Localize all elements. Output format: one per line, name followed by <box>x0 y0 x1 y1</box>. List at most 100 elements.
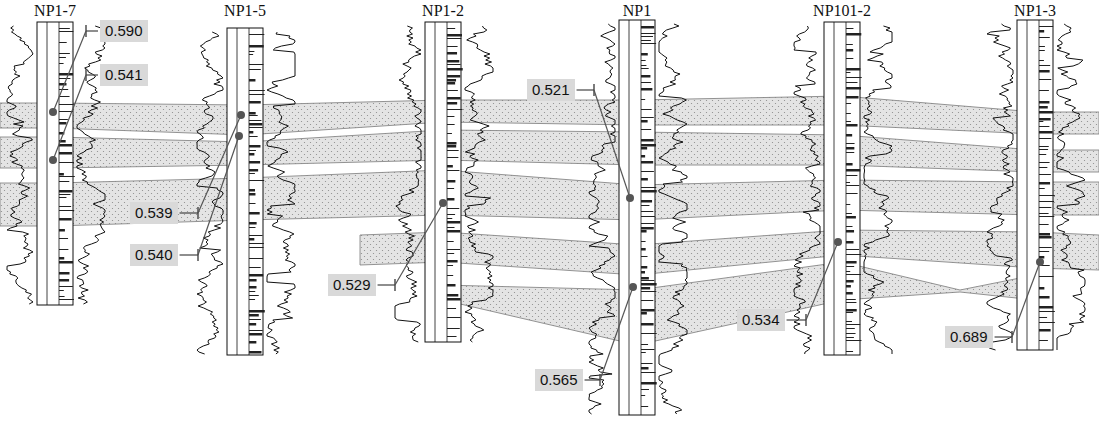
well-name: NP1 <box>587 2 687 20</box>
leader-stub <box>86 74 98 75</box>
lithology-mark <box>249 212 260 215</box>
lithology-mark <box>641 75 650 78</box>
lithology-mark <box>249 54 253 55</box>
callout-box: 0.521 <box>527 79 575 101</box>
lithology-mark <box>249 267 261 268</box>
lithology-mark <box>249 64 263 65</box>
lithology-mark <box>846 103 851 104</box>
lithology-mark <box>447 109 462 110</box>
lithology-mark <box>249 243 264 244</box>
lithology-mark <box>641 36 653 37</box>
column-track <box>47 22 48 305</box>
lithology-mark <box>846 312 853 313</box>
lithology-mark <box>1039 213 1049 214</box>
leader-diagonal <box>395 203 443 285</box>
lithology-mark <box>846 68 860 71</box>
lithology-mark <box>641 205 649 206</box>
lithology-mark <box>447 157 458 158</box>
lithology-mark <box>641 161 653 164</box>
lithology-mark <box>846 254 861 255</box>
lithology-mark <box>447 260 458 263</box>
lithology-mark <box>59 122 66 125</box>
lithology-mark <box>447 275 453 276</box>
lithology-mark <box>641 344 648 345</box>
lithology-mark <box>641 155 645 158</box>
lithology-mark <box>59 257 64 260</box>
lithology-mark <box>641 363 653 364</box>
column-track <box>629 20 630 415</box>
lithology-mark <box>59 42 67 43</box>
leader-diagonal <box>198 115 241 213</box>
lithology-mark <box>1039 50 1045 51</box>
callout-number: 0.689 <box>950 328 988 345</box>
lithology-mark <box>846 337 854 338</box>
leader-diagonal <box>600 287 633 380</box>
lithology-mark <box>249 112 256 115</box>
leader-line <box>577 84 634 202</box>
well-column <box>619 20 655 415</box>
leader-line <box>49 25 98 116</box>
lithology-mark <box>59 31 73 32</box>
lithology-mark <box>641 147 647 150</box>
lithology-mark <box>846 169 860 172</box>
lithology-mark <box>249 169 258 172</box>
lithology-mark <box>1039 296 1050 299</box>
sample-dot <box>629 283 637 291</box>
lithology-mark <box>447 227 455 228</box>
lithology-mark <box>59 78 70 79</box>
lithology-mark <box>1039 182 1050 185</box>
lithology-mark <box>447 28 455 29</box>
lithology-mark <box>249 299 255 300</box>
column-track <box>834 22 835 355</box>
lithology-mark <box>447 198 454 201</box>
lithology-mark <box>846 285 851 288</box>
lithology-mark <box>1039 287 1044 290</box>
lithology-mark <box>59 162 74 163</box>
lithology-mark <box>59 111 73 112</box>
lithology-mark <box>1039 37 1050 38</box>
lithology-mark <box>846 333 856 334</box>
leader-diagonal <box>53 75 86 160</box>
well-node: NP101-2 <box>792 2 892 355</box>
lithology-mark <box>1039 118 1051 121</box>
lithology-mark <box>641 312 647 315</box>
lithology-mark <box>641 287 650 290</box>
lithology-mark <box>846 216 856 219</box>
lithology-mark <box>447 64 461 65</box>
leader-stub <box>378 284 395 285</box>
lithology-mark <box>1039 251 1049 252</box>
lithology-mark <box>59 173 64 176</box>
lithology-mark <box>1039 131 1053 134</box>
lithology-mark <box>249 222 257 225</box>
lithology-mark <box>641 88 652 91</box>
lithology-mark <box>846 82 857 83</box>
lithology-mark <box>59 194 70 195</box>
lithology-mark <box>1039 322 1055 323</box>
lithology-mark <box>1039 106 1048 109</box>
leader-diagonal <box>198 136 239 255</box>
lithology-mark <box>59 28 70 29</box>
lithology-mark <box>1039 111 1053 114</box>
lithology-mark <box>447 97 461 100</box>
lithology-mark <box>59 238 68 239</box>
lithology-mark <box>846 261 857 264</box>
lithology-mark <box>249 45 264 48</box>
log-curve <box>987 24 1013 350</box>
lithology-mark <box>1039 207 1051 208</box>
callout-number: 0.539 <box>135 204 173 221</box>
lithology-mark <box>846 299 856 300</box>
lithology-mark <box>641 68 649 69</box>
well-node: NP1-7 <box>5 2 105 305</box>
lithology-mark <box>447 46 458 47</box>
lithology-mark <box>641 241 646 242</box>
lithology-mark <box>249 120 261 121</box>
lithology-mark <box>641 230 647 233</box>
lithology-mark <box>641 349 655 350</box>
lithology-mark <box>846 33 861 36</box>
lithology-mark <box>59 119 68 120</box>
lithology-mark <box>846 230 854 233</box>
sand-band <box>0 170 1099 226</box>
callout-box: 0.534 <box>737 309 785 331</box>
lithology-mark <box>249 258 263 259</box>
lithology-mark <box>641 372 656 373</box>
